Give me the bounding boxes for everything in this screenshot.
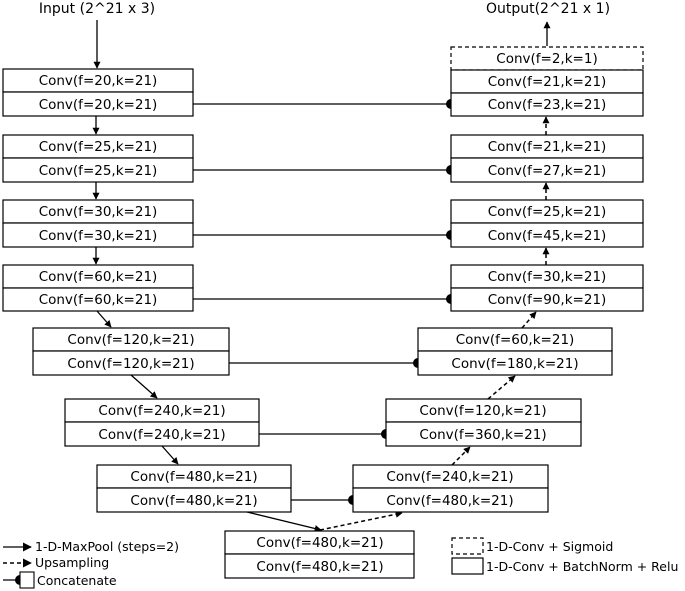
decoder-6-top-label: Conv(f=120,k=21)	[419, 403, 546, 419]
legend-concatenate-label: Concatenate	[37, 573, 117, 588]
connectors	[92, 20, 551, 532]
upsampling-arrow-1	[319, 510, 403, 531]
upsampling-arrow-3	[487, 375, 516, 400]
encoder-block-4: Conv(f=60,k=21) Conv(f=60,k=21)	[2, 264, 194, 312]
decoder-block-2: Conv(f=21,k=21) Conv(f=27,k=21)	[450, 134, 644, 183]
legend-concatenate: Concatenate	[3, 571, 117, 589]
decoder-5-top-label: Conv(f=60,k=21)	[456, 332, 575, 348]
decoder-block-3: Conv(f=25,k=21) Conv(f=45,k=21)	[450, 199, 644, 248]
decoder-2-bottom-label: Conv(f=27,k=21)	[488, 163, 607, 179]
maxpool-arrow-6	[161, 445, 179, 465]
decoder-6-bottom-label: Conv(f=360,k=21)	[419, 427, 546, 443]
final-conv-sigmoid-block: Conv(f=2,k=1)	[450, 46, 644, 71]
encoder-block-1: Conv(f=20,k=21) Conv(f=20,k=21)	[2, 68, 194, 117]
maxpool-arrow-5	[130, 374, 158, 399]
skip-connection-7-concat-symbol	[348, 495, 353, 505]
skip-connection-5-concat-symbol	[413, 358, 418, 368]
encoder-3-top-label: Conv(f=30,k=21)	[39, 204, 158, 220]
legend-sigmoid: 1-D-Conv + Sigmoid	[451, 537, 613, 555]
legend-upsampling: Upsampling	[3, 555, 109, 570]
encoder-block-2: Conv(f=25,k=21) Conv(f=25,k=21)	[2, 134, 194, 183]
skip-connection-2-concat-symbol	[446, 165, 451, 175]
legend-batchnorm-label: 1-D-Conv + BatchNorm + Relu	[486, 559, 678, 574]
maxpool-arrow-4	[96, 310, 112, 328]
decoder-4-bottom-label: Conv(f=90,k=21)	[488, 292, 607, 308]
decoder-7-bottom-label: Conv(f=480,k=21)	[386, 493, 513, 509]
legend: 1-D-MaxPool (steps=2) Upsampling Concate…	[3, 537, 678, 589]
encoder-5-bottom-label: Conv(f=120,k=21)	[67, 356, 194, 372]
skip-connection-4-concat-symbol	[446, 294, 451, 304]
encoder-7-bottom-label: Conv(f=480,k=21)	[130, 493, 257, 509]
bottleneck-top-label: Conv(f=480,k=21)	[256, 535, 383, 551]
decoder-7-top-label: Conv(f=240,k=21)	[386, 469, 513, 485]
bottleneck-block: Conv(f=480,k=21) Conv(f=480,k=21)	[224, 530, 415, 579]
decoder-4-top-label: Conv(f=30,k=21)	[488, 269, 607, 285]
encoder-6-top-label: Conv(f=240,k=21)	[98, 403, 225, 419]
output-label: Output(2^21 x 1)	[486, 1, 610, 17]
legend-concatenate-symbol	[15, 575, 20, 585]
encoder-block-3: Conv(f=30,k=21) Conv(f=30,k=21)	[2, 199, 194, 248]
skip-connection-3-concat-symbol	[446, 230, 451, 240]
input-label: Input (2^21 x 3)	[39, 1, 155, 17]
legend-maxpool-label: 1-D-MaxPool (steps=2)	[35, 539, 179, 554]
decoder-block-7: Conv(f=240,k=21) Conv(f=480,k=21)	[352, 464, 549, 513]
decoder-block-5: Conv(f=60,k=21) Conv(f=180,k=21)	[417, 327, 613, 376]
encoder-block-7: Conv(f=480,k=21) Conv(f=480,k=21)	[96, 464, 292, 513]
final-conv-label: Conv(f=2,k=1)	[496, 51, 597, 67]
skip-connection-1-concat-symbol	[446, 99, 451, 109]
decoder-3-top-label: Conv(f=25,k=21)	[488, 204, 607, 220]
upsampling-arrow-4	[521, 311, 537, 329]
encoder-1-top-label: Conv(f=20,k=21)	[39, 73, 158, 89]
encoder-2-bottom-label: Conv(f=25,k=21)	[39, 163, 158, 179]
decoder-2-top-label: Conv(f=21,k=21)	[488, 139, 607, 155]
encoder-1-bottom-label: Conv(f=20,k=21)	[39, 97, 158, 113]
decoder-block-4: Conv(f=30,k=21) Conv(f=90,k=21)	[450, 264, 644, 312]
decoder-1-top-label: Conv(f=21,k=21)	[488, 74, 607, 90]
bottleneck-bottom-label: Conv(f=480,k=21)	[256, 559, 383, 575]
legend-maxpool: 1-D-MaxPool (steps=2)	[3, 539, 179, 554]
decoder-1-bottom-label: Conv(f=23,k=21)	[488, 97, 607, 113]
legend-sigmoid-swatch	[451, 537, 484, 555]
legend-batchnorm: 1-D-Conv + BatchNorm + Relu	[451, 557, 678, 575]
decoder-5-bottom-label: Conv(f=180,k=21)	[451, 356, 578, 372]
upsampling-arrow-2	[451, 446, 471, 466]
decoder-3-bottom-label: Conv(f=45,k=21)	[488, 228, 607, 244]
encoder-3-bottom-label: Conv(f=30,k=21)	[39, 228, 158, 244]
encoder-6-bottom-label: Conv(f=240,k=21)	[98, 427, 225, 443]
encoder-4-top-label: Conv(f=60,k=21)	[39, 269, 158, 285]
encoder-7-top-label: Conv(f=480,k=21)	[130, 469, 257, 485]
decoder-block-6: Conv(f=120,k=21) Conv(f=360,k=21)	[385, 398, 582, 447]
legend-upsampling-label: Upsampling	[35, 555, 109, 570]
encoder-5-top-label: Conv(f=120,k=21)	[67, 332, 194, 348]
legend-sigmoid-label: 1-D-Conv + Sigmoid	[486, 539, 613, 554]
legend-batchnorm-swatch	[451, 557, 484, 575]
decoder-block-1: Conv(f=21,k=21) Conv(f=23,k=21)	[450, 69, 644, 117]
encoder-2-top-label: Conv(f=25,k=21)	[39, 139, 158, 155]
encoder-block-6: Conv(f=240,k=21) Conv(f=240,k=21)	[64, 398, 260, 447]
encoder-block-5: Conv(f=120,k=21) Conv(f=120,k=21)	[32, 327, 230, 376]
encoder-4-bottom-label: Conv(f=60,k=21)	[39, 292, 158, 308]
maxpool-arrow-7	[246, 511, 322, 532]
skip-connection-6-concat-symbol	[381, 429, 386, 439]
